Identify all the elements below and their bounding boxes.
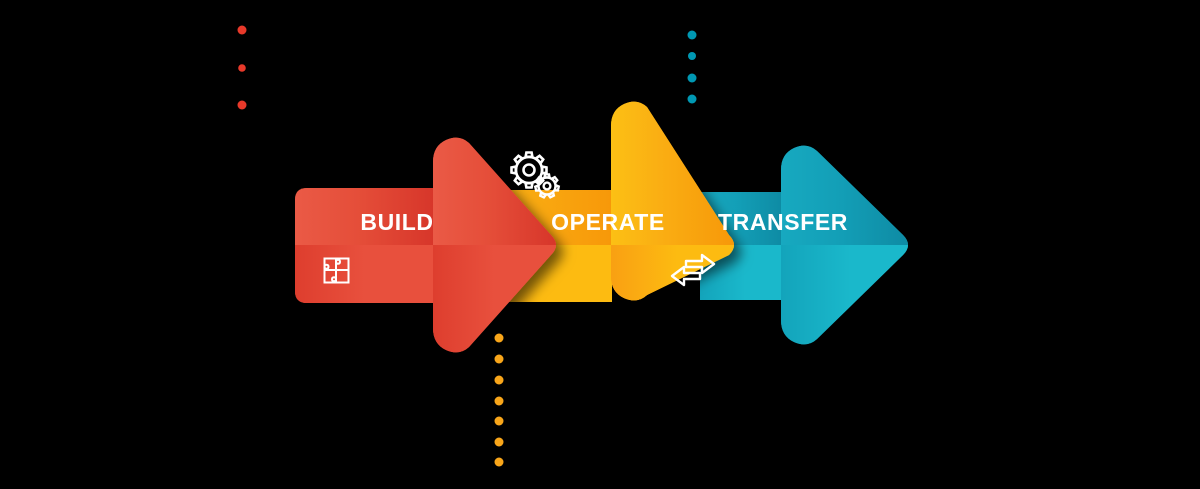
puzzle-icon	[323, 257, 350, 284]
stage-label-transfer: TRANSFER	[718, 209, 848, 235]
exchange-arrows-icon	[670, 253, 716, 287]
gears-icon	[510, 151, 561, 199]
build-arrow-top-tone	[295, 137, 556, 245]
teal-dots-decoration	[687, 30, 697, 104]
stage-label-build: BUILD	[360, 209, 433, 235]
stage-arrow-transfer[interactable]	[700, 145, 908, 345]
orange-dots-decoration	[494, 333, 504, 467]
stage-label-operate: OPERATE	[551, 209, 665, 235]
red-dots-decoration	[237, 25, 247, 110]
